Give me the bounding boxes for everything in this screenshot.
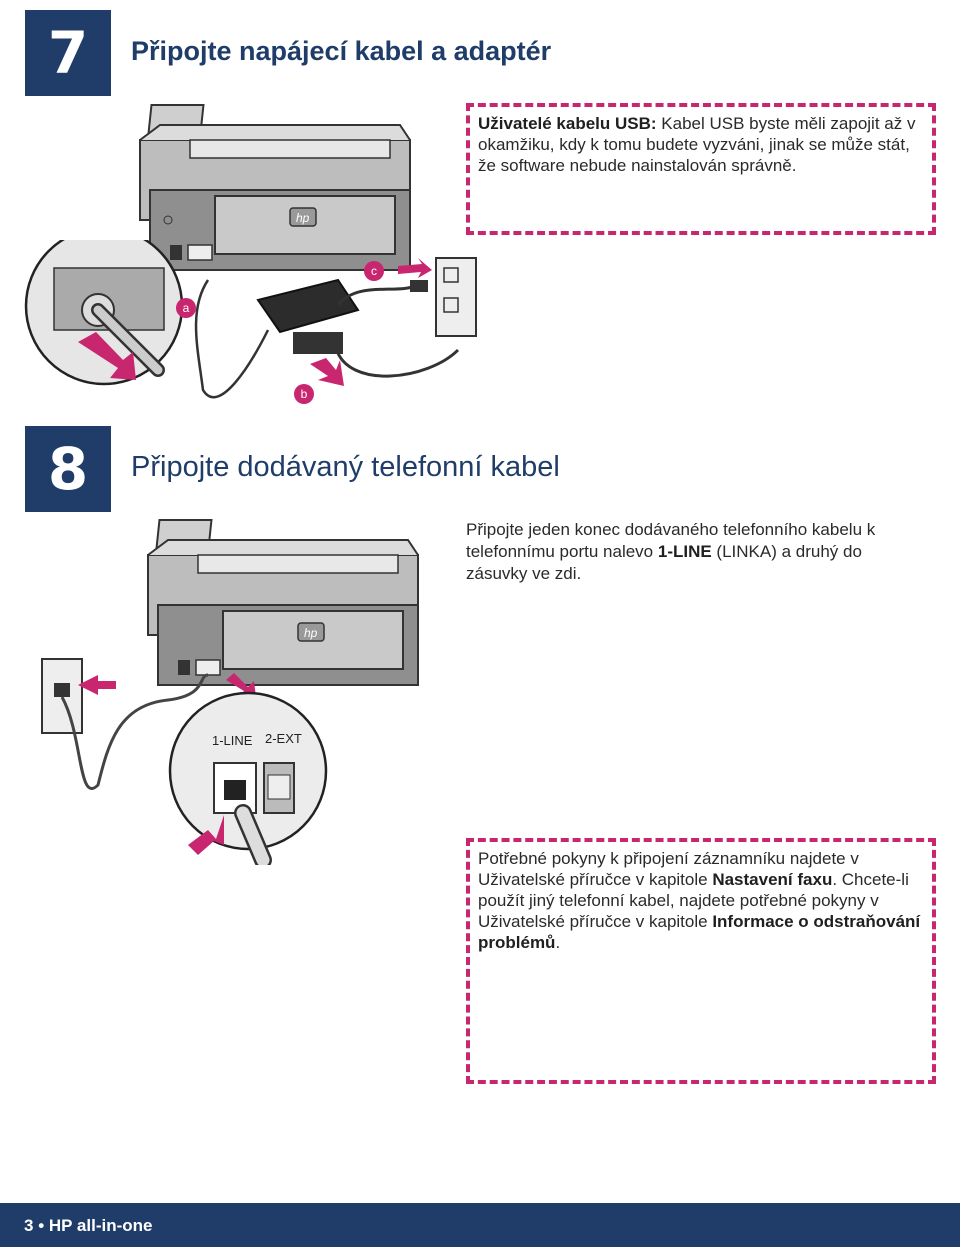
usb-note-label: Uživatelé kabelu USB: [478, 114, 657, 133]
answering-machine-note-text: Potřebné pokyny k připojení záznamníku n… [478, 848, 922, 953]
printer-rear-phone-illustration: hp [147, 519, 419, 695]
callout-b-label: b [301, 387, 308, 401]
page-footer: 3 • HP all-in-one [0, 1203, 960, 1247]
power-adapter-illustration: a b c [24, 240, 477, 404]
step-8-body-1: Připojte jeden konec dodávaného telefonn… [466, 520, 876, 561]
footer-page-number: 3 [24, 1216, 34, 1235]
usb-note-body: Kabel USB byste měli zapojit až v okamži… [478, 114, 916, 175]
step-7-number: 7 [25, 10, 111, 96]
step-8-number: 8 [25, 426, 111, 512]
callout-b-badge [294, 384, 314, 404]
arrow-a-icon [78, 332, 136, 380]
note-link-fax-setup: Nastavení faxu [712, 870, 833, 889]
usb-note-text: Uživatelé kabelu USB: Kabel USB byste mě… [478, 113, 918, 176]
usb-note-box [466, 103, 936, 235]
note-text-2: . Chcete-li použít jiný telefonní kabel,… [478, 870, 909, 931]
phone-cable-illustration: 1-LINE 2-EXT [41, 658, 328, 865]
arrow-port-icon [226, 673, 256, 695]
printer-rear-illustration: hp [139, 104, 411, 271]
svg-text:hp: hp [304, 626, 318, 640]
arrow-wall-jack-icon [78, 675, 116, 695]
step-8-instructions: Připojte jeden konec dodávaného telefonn… [466, 519, 926, 585]
arrow-b-icon [310, 358, 344, 386]
svg-text:hp: hp [296, 211, 310, 225]
arrow-line-port-icon [188, 815, 224, 855]
step-8-port-name: 1-LINE [657, 542, 712, 561]
callout-a-label: a [183, 301, 190, 315]
step-7-title: Připojte napájecí kabel a adaptér [131, 36, 552, 66]
footer-product-name: HP all-in-one [48, 1216, 153, 1235]
step-8-body-2: (LINKA) a druhý do zásuvky ve zdi. [466, 542, 862, 583]
note-text-1: Potřebné pokyny k připojení záznamníku n… [478, 849, 859, 889]
port-label-2-ext: 2-EXT [265, 731, 302, 746]
callout-c-label: c [371, 264, 377, 278]
step-8-title: Připojte dodávaný telefonní kabel [131, 451, 560, 483]
arrow-c-icon [398, 258, 432, 278]
callout-a-badge [176, 298, 196, 318]
footer-text: 3 • HP all-in-one [24, 1216, 152, 1236]
port-label-1-line: 1-LINE [212, 733, 253, 748]
note-link-troubleshooting: Informace o odstraňování problémů [478, 912, 921, 952]
callout-c-badge [364, 261, 384, 281]
answering-machine-note-box [466, 838, 936, 1084]
footer-separator: • [38, 1216, 45, 1235]
note-text-3: . [555, 933, 561, 952]
